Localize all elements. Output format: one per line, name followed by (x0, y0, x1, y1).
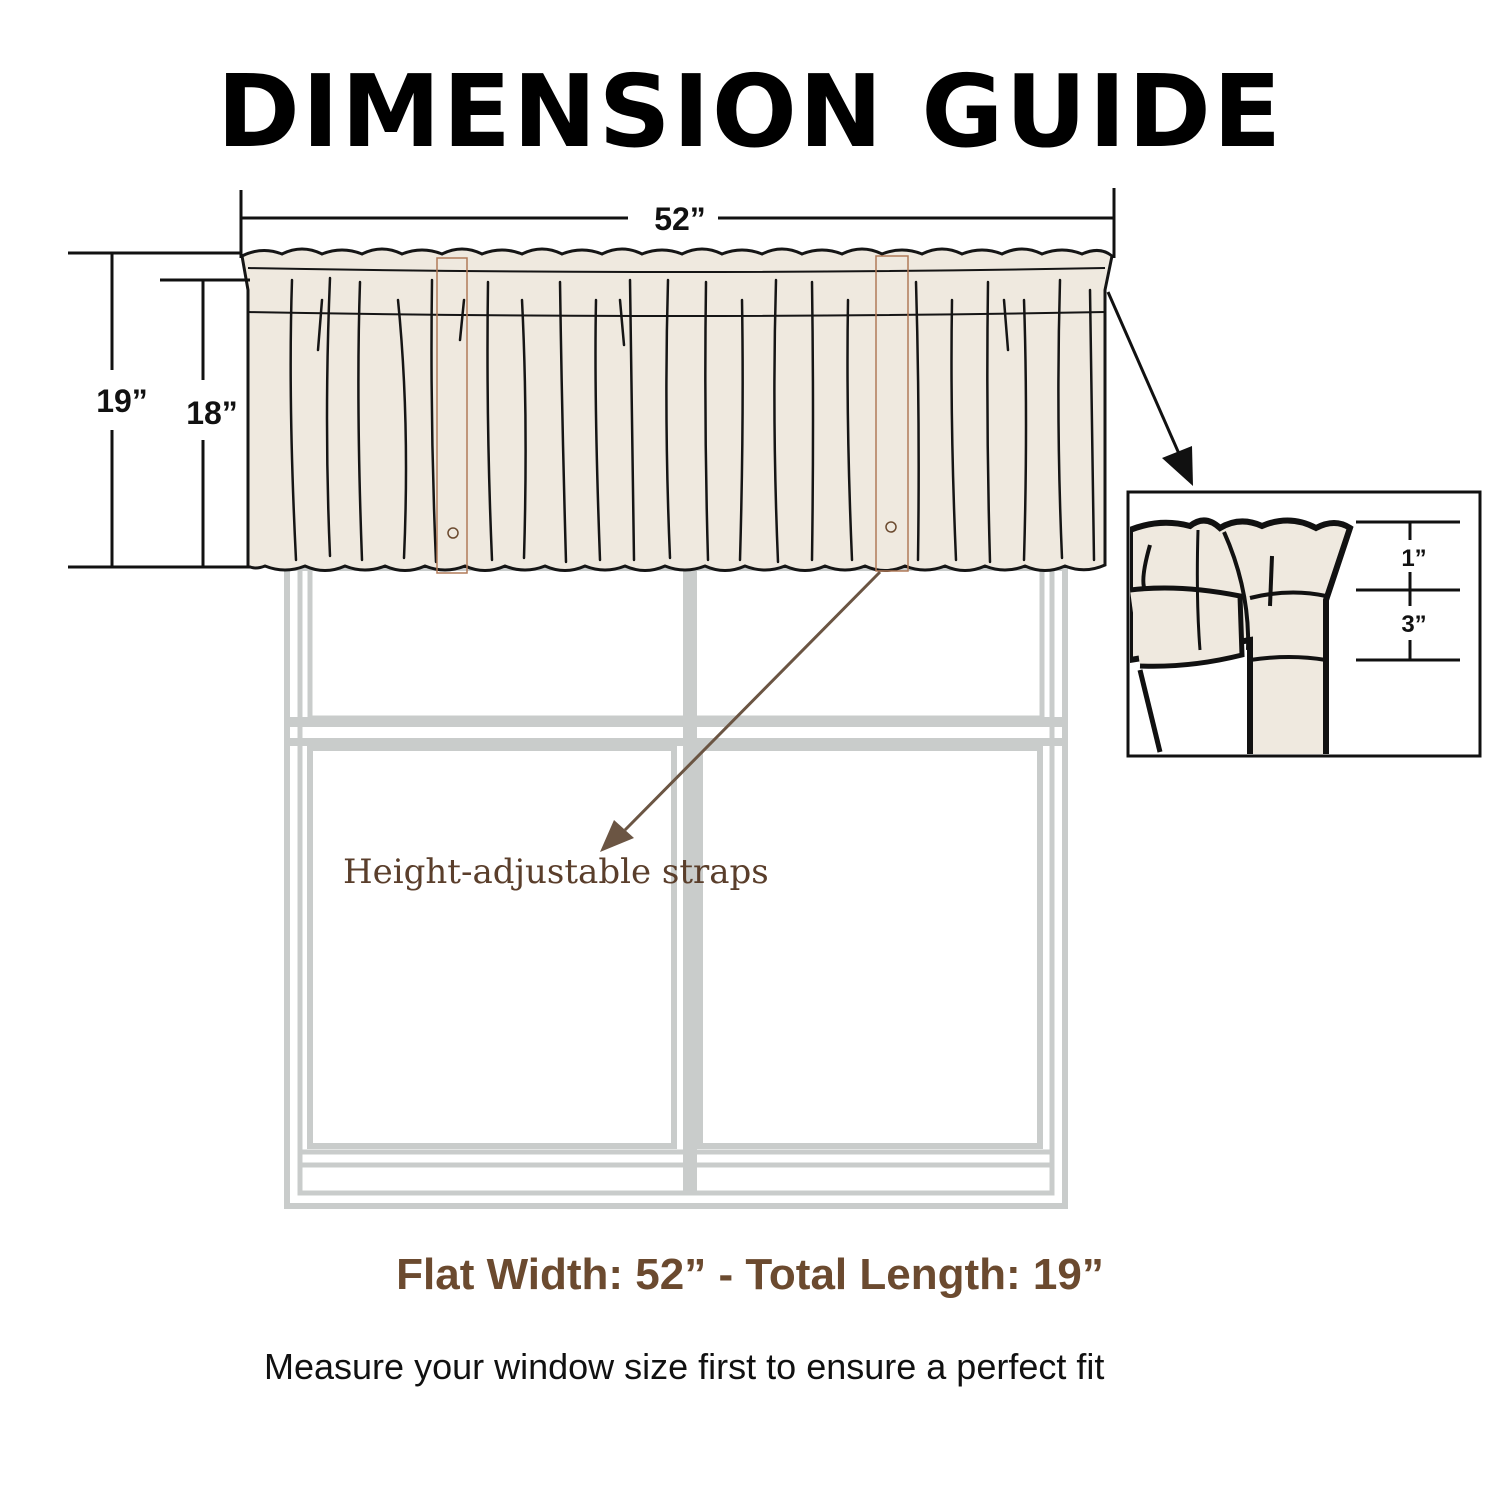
width-label: 52” (654, 201, 706, 237)
height-dimensions (68, 251, 250, 569)
body-length-label: 18” (186, 395, 238, 431)
measure-note: Measure your window size first to ensure… (264, 1346, 1105, 1387)
strap-callout-arrow (600, 570, 882, 852)
strap-callout-label: Height-adjustable straps (343, 852, 769, 892)
header-size-label: 1” (1401, 545, 1426, 572)
rod-pocket-size-label: 3” (1401, 611, 1426, 638)
width-dimension (239, 188, 1116, 258)
detail-inset: 1” 3” (1126, 490, 1482, 758)
size-summary: Flat Width: 52” - Total Length: 19” (396, 1250, 1104, 1299)
total-length-label: 19” (96, 383, 148, 419)
page-title: DIMENSION GUIDE (216, 53, 1284, 170)
window-frame (284, 565, 1068, 1209)
detail-arrow (1106, 291, 1193, 486)
valance-curtain (240, 247, 1114, 574)
height-adjustable-strap (436, 255, 909, 574)
